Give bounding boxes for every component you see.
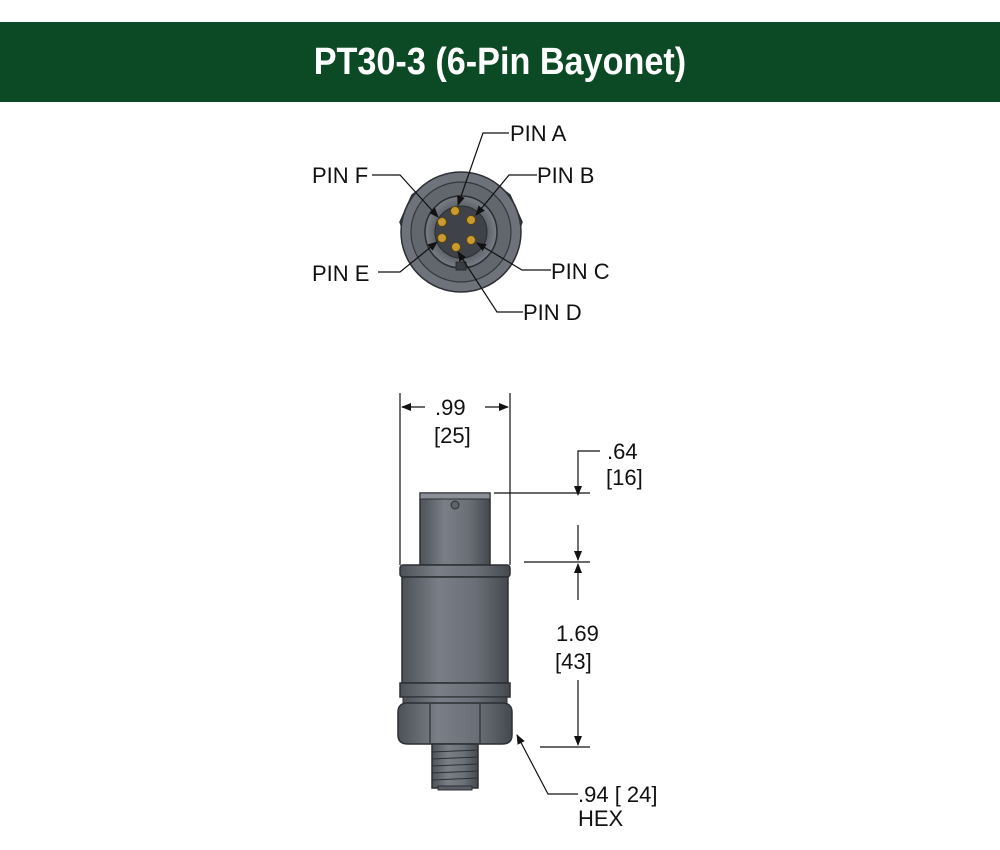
pin-a-dot — [450, 206, 460, 216]
dim-width-in: .99 — [435, 395, 466, 420]
pin-f-dot — [437, 217, 447, 227]
dim-connector-mm: [16] — [606, 465, 643, 490]
label-pin-f: PIN F — [312, 163, 369, 188]
leader-pin-b — [475, 174, 537, 216]
leader-pin-d — [457, 251, 523, 313]
dim-hex-size: .94 [ 24] — [578, 782, 658, 807]
pin-c-dot — [466, 235, 476, 245]
dim-hex-label: HEX — [578, 806, 624, 831]
dim-body-in: 1.69 — [556, 621, 599, 646]
pin-d-dot — [451, 242, 461, 252]
pin-leaders — [372, 132, 551, 313]
transducer-side-view — [397, 492, 513, 791]
leader-pin-a — [457, 132, 509, 206]
leader-pin-f — [372, 174, 439, 218]
connector-pins — [437, 206, 476, 252]
label-pin-a: PIN A — [510, 121, 567, 146]
body-housing — [401, 576, 509, 684]
leader-pin-c — [476, 242, 551, 271]
bayonet-pin — [450, 500, 460, 510]
label-pin-e: PIN E — [312, 261, 370, 286]
body-top-ring — [399, 564, 511, 578]
label-pin-c: PIN C — [551, 259, 610, 284]
dim-connector-in: .64 — [607, 439, 638, 464]
leader-pin-e — [378, 241, 438, 273]
hex-nut — [397, 702, 513, 745]
dim-body-mm: [43] — [555, 649, 592, 674]
dimension-lines — [399, 393, 600, 795]
page-title: PT30-3 (6-Pin Bayonet) — [313, 40, 687, 83]
label-pin-b: PIN B — [537, 163, 595, 188]
title-banner: PT30-3 (6-Pin Bayonet) — [0, 22, 1000, 102]
dim-width-mm: [25] — [434, 423, 471, 448]
body-lower-ring — [399, 682, 511, 698]
pin-e-dot — [437, 233, 447, 243]
pin-b-dot — [466, 215, 476, 225]
label-pin-d: PIN D — [523, 300, 582, 325]
connector-end-view — [372, 132, 551, 313]
